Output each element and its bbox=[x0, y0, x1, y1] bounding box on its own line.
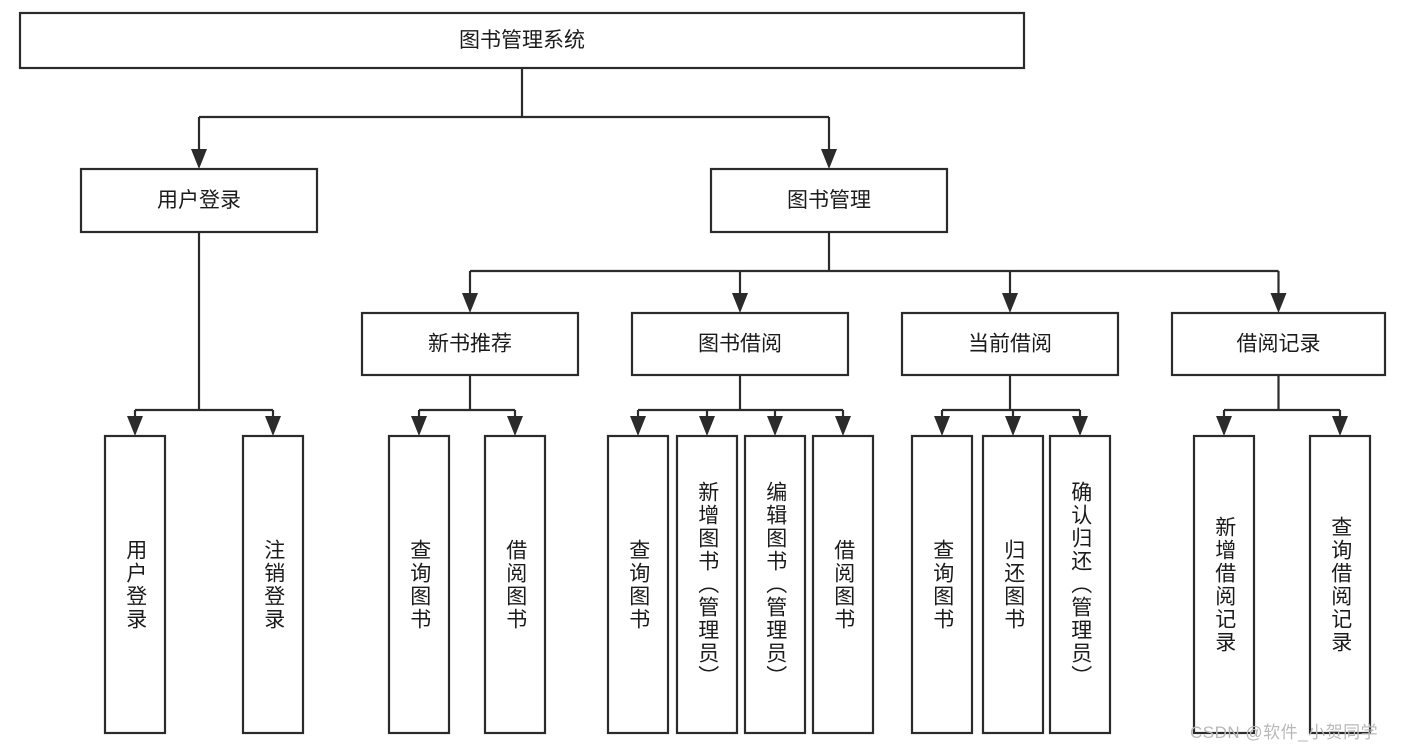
node-box bbox=[743, 434, 807, 735]
arrow-head-icon bbox=[835, 416, 851, 436]
node-box bbox=[387, 434, 451, 735]
leaf-node-leaf-query-book-rec[interactable] bbox=[387, 434, 451, 735]
arrow-head-icon bbox=[821, 149, 837, 169]
node-box bbox=[18, 11, 1026, 70]
arrow-head-icon bbox=[507, 416, 523, 436]
leaf-node-leaf-add-book[interactable] bbox=[675, 434, 739, 735]
node-label: 图书借阅 bbox=[698, 333, 782, 356]
node-box bbox=[709, 167, 949, 234]
node-label: 用户登录 bbox=[157, 189, 241, 212]
leaf-node-leaf-query-book-cur[interactable] bbox=[910, 434, 974, 735]
arrow-head-icon bbox=[1005, 416, 1021, 436]
node-label: 当前借阅 bbox=[968, 333, 1052, 356]
node-box bbox=[1308, 434, 1372, 735]
node-box bbox=[1192, 434, 1256, 735]
node-label: 借阅记录 bbox=[1237, 333, 1321, 356]
leaf-node-leaf-query-borrow-record[interactable] bbox=[1308, 434, 1372, 735]
node-box bbox=[910, 434, 974, 735]
leaf-node-leaf-user-logout[interactable] bbox=[241, 434, 305, 735]
node-box bbox=[241, 434, 305, 735]
node-label: 新书推荐 bbox=[428, 333, 512, 356]
level2-node-book-manage[interactable]: 图书管理 bbox=[709, 167, 949, 234]
arrow-head-icon bbox=[265, 416, 281, 436]
arrow-head-icon bbox=[699, 416, 715, 436]
node-box bbox=[981, 434, 1045, 735]
node-box bbox=[103, 434, 167, 735]
node-box bbox=[811, 434, 875, 735]
node-box bbox=[606, 434, 670, 735]
node-box bbox=[1170, 311, 1387, 377]
leaf-node-leaf-edit-book[interactable] bbox=[743, 434, 807, 735]
level2-node-user-login[interactable]: 用户登录 bbox=[79, 167, 319, 234]
arrow-head-icon bbox=[767, 416, 783, 436]
leaf-node-leaf-user-login[interactable] bbox=[103, 434, 167, 735]
arrow-head-icon bbox=[1332, 416, 1348, 436]
arrow-head-icon bbox=[934, 416, 950, 436]
leaf-node-leaf-borrow-book-bor[interactable] bbox=[811, 434, 875, 735]
arrow-head-icon bbox=[1216, 416, 1232, 436]
arrow-head-icon bbox=[411, 416, 427, 436]
leaf-node-leaf-add-borrow-record[interactable] bbox=[1192, 434, 1256, 735]
level3-node-book-borrow[interactable]: 图书借阅 bbox=[630, 311, 850, 377]
node-box bbox=[900, 311, 1120, 377]
leaf-node-leaf-confirm-return[interactable] bbox=[1048, 434, 1112, 735]
node-label: 图书管理 bbox=[787, 189, 871, 212]
node-box bbox=[1048, 434, 1112, 735]
node-box bbox=[675, 434, 739, 735]
node-box bbox=[79, 167, 319, 234]
level3-node-current-borrow[interactable]: 当前借阅 bbox=[900, 311, 1120, 377]
node-box bbox=[483, 434, 547, 735]
leaf-node-leaf-query-book-bor[interactable] bbox=[606, 434, 670, 735]
arrow-head-icon bbox=[462, 293, 478, 313]
arrow-head-icon bbox=[1072, 416, 1088, 436]
arrow-head-icon bbox=[1002, 293, 1018, 313]
arrow-head-icon bbox=[127, 416, 143, 436]
leaf-node-leaf-return-book[interactable] bbox=[981, 434, 1045, 735]
arrow-head-icon bbox=[191, 149, 207, 169]
arrow-head-icon bbox=[732, 293, 748, 313]
connectors-layer bbox=[127, 68, 1348, 436]
node-label: 图书管理系统 bbox=[459, 29, 585, 52]
root-node-root[interactable]: 图书管理系统 bbox=[18, 11, 1026, 70]
level3-node-new-book-recommend[interactable]: 新书推荐 bbox=[360, 311, 580, 377]
node-box bbox=[360, 311, 580, 377]
leaf-node-leaf-borrow-book-rec[interactable] bbox=[483, 434, 547, 735]
arrow-head-icon bbox=[1270, 293, 1287, 313]
watermark: CSDN @软件_小贺同学 bbox=[1190, 723, 1379, 742]
arrow-head-icon bbox=[630, 416, 646, 436]
node-box bbox=[630, 311, 850, 377]
level3-node-borrow-record[interactable]: 借阅记录 bbox=[1170, 311, 1387, 377]
